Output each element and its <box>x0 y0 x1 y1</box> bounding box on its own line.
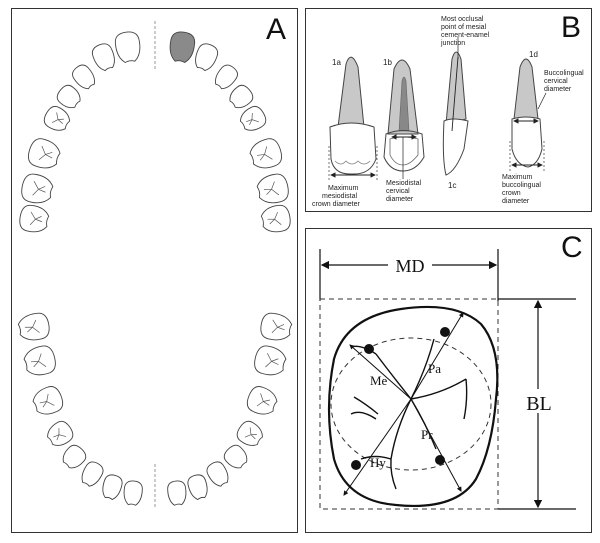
tooth-1d <box>509 58 547 171</box>
crown-outline <box>327 305 499 507</box>
molar-occlusal-drawing: MD BL <box>319 249 576 510</box>
upper-tooth-l2 <box>21 173 54 204</box>
upper-tooth-r4 <box>239 105 267 131</box>
lower-tooth-r8 <box>167 480 187 506</box>
bounding-box <box>319 298 499 510</box>
cusp-me-point <box>364 344 374 354</box>
upper-tooth-r3 <box>249 138 282 169</box>
lower-tooth-l4 <box>47 420 74 446</box>
panel-a-letter: A <box>266 13 287 46</box>
lower-tooth-r4 <box>236 420 263 446</box>
bl-cervical-note: Buccolingual cervical diameter <box>544 70 586 93</box>
lower-tooth-r6 <box>206 461 229 487</box>
cusp-pr-point <box>435 455 445 465</box>
md-crown-note: Maximum mesiodistal crown diameter <box>312 185 361 208</box>
upper-tooth-l1 <box>19 204 50 233</box>
panel-c-molar-occlusal: C MD BL <box>305 228 592 533</box>
upper-tooth-r6 <box>215 64 238 90</box>
bl-crown-note: Maximum buccolingual crown diameter <box>502 174 543 205</box>
cusp-tip-ellipse <box>330 337 492 471</box>
lower-tooth-l6 <box>81 461 104 487</box>
panel-b-letter: B <box>561 11 582 44</box>
lower-tooth-l8 <box>123 480 143 506</box>
upper-tooth-l5 <box>56 84 81 109</box>
lower-tooth-r7 <box>187 474 208 501</box>
upper-tooth-r1 <box>260 204 291 233</box>
upper-arch <box>19 31 291 233</box>
upper-tooth-r5 <box>229 84 254 109</box>
tooth-measurement-drawing: 1a 1b 1c 1d <box>312 16 586 208</box>
cej-note: Most occlusal point of mesial cement-ena… <box>440 16 491 47</box>
lower-tooth-l1 <box>17 312 50 341</box>
upper-tooth-r8 <box>169 31 196 64</box>
cusp-pr-label: Pr <box>421 427 433 442</box>
lower-tooth-l5 <box>62 444 87 469</box>
cusp-pa-label: Pa <box>428 361 441 376</box>
upper-tooth-l7 <box>91 43 115 72</box>
tooth-1c <box>442 51 469 176</box>
upper-tooth-l8 <box>114 31 141 64</box>
cusp-hy-label: Hy <box>370 455 386 470</box>
panel-b-tooth-measurements: B 1a 1b <box>305 8 592 212</box>
cusp-me-label: Me <box>370 373 388 388</box>
label-1c: 1c <box>448 181 456 190</box>
cusp-hy-point <box>351 460 361 470</box>
panel-c-letter: C <box>561 231 583 264</box>
cusp-vectors <box>343 312 464 496</box>
lower-tooth-r2 <box>254 345 287 376</box>
label-1a: 1a <box>332 58 341 67</box>
upper-tooth-l6 <box>72 64 95 90</box>
lower-tooth-r5 <box>223 444 248 469</box>
lower-arch <box>17 312 293 506</box>
upper-tooth-r2 <box>256 173 289 204</box>
tooth-1b <box>383 59 425 179</box>
tooth-1a <box>328 56 378 181</box>
bl-label: BL <box>526 393 552 415</box>
lower-tooth-l7 <box>102 474 123 501</box>
md-cervical-note: Mesiodistal cervical diameter <box>386 180 423 203</box>
lower-tooth-l3 <box>32 386 64 415</box>
upper-tooth-l3 <box>28 138 61 169</box>
cusp-pa-point <box>440 327 450 337</box>
lower-tooth-r3 <box>246 386 278 415</box>
fissure-pattern <box>350 338 468 490</box>
lower-tooth-l2 <box>23 345 56 376</box>
label-1d: 1d <box>529 50 538 59</box>
md-label: MD <box>395 256 424 276</box>
dental-arches-drawing <box>17 21 293 507</box>
panel-a-dental-arches: A <box>11 8 298 533</box>
lower-tooth-r1 <box>260 312 293 341</box>
upper-tooth-r7 <box>195 43 219 72</box>
label-1b: 1b <box>383 58 392 67</box>
upper-tooth-l4 <box>43 105 71 131</box>
